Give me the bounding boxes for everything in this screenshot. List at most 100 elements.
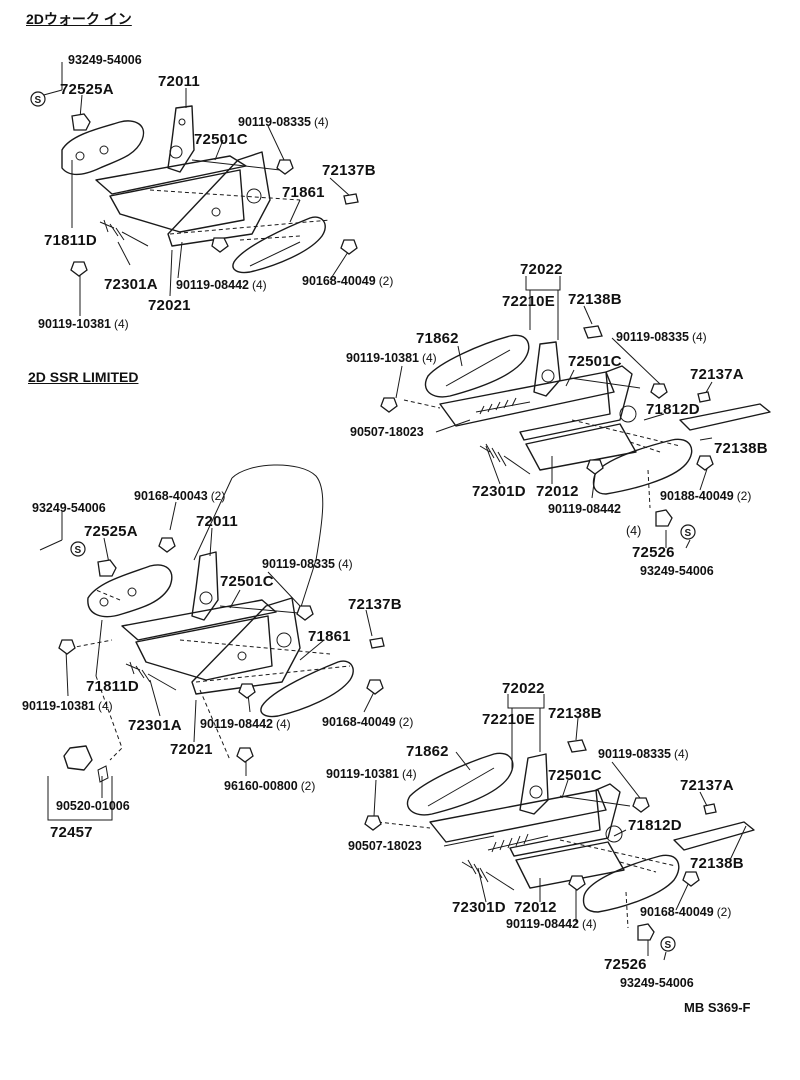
outer-cover-right-d <box>582 854 680 913</box>
part-label: 90119-10381(4) <box>326 767 417 781</box>
part-label: 72022 <box>520 261 563 278</box>
part-label: 72210E <box>502 293 555 310</box>
seat-track-cover-left-b <box>424 334 530 398</box>
knob-part <box>343 193 359 205</box>
part-label: 72137B <box>322 162 376 179</box>
part-label: 90119-08335(4) <box>616 330 707 344</box>
part-label: 90119-10381(4) <box>22 699 113 713</box>
section-title-ssr-limited: 2D SSR LIMITED <box>28 369 139 385</box>
recliner-arm <box>167 105 195 173</box>
outer-cover-right <box>232 216 326 274</box>
svg-text:S: S <box>665 940 672 951</box>
trim-strip <box>679 403 771 431</box>
part-label: 93249-54006 <box>68 53 142 67</box>
seat-track-cover-left-c <box>87 564 173 618</box>
part-label: 90119-08335(4) <box>238 115 329 129</box>
part-label: 90119-10381(4) <box>38 317 129 331</box>
part-label: 72138B <box>568 291 622 308</box>
trim-strip-d <box>673 821 755 851</box>
seal-symbol-icon-d <box>660 936 676 952</box>
part-label: 72011 <box>196 513 238 530</box>
part-label: 72138B <box>714 440 768 457</box>
part-label: 72137A <box>690 366 744 383</box>
part-label: 72022 <box>502 680 545 697</box>
part-label: 72526 <box>604 956 647 973</box>
part-label: 72301D <box>472 483 526 500</box>
part-label: 90168-40049(2) <box>640 905 732 919</box>
seal-symbol-icon-c <box>70 541 86 557</box>
part-label: 93249-54006 <box>32 501 106 515</box>
part-label: 72525A <box>84 523 138 540</box>
part-label: 90168-40049(2) <box>302 274 394 288</box>
part-label: 90119-08335(4) <box>262 557 353 571</box>
part-label: 93249-54006 <box>620 976 694 990</box>
seat-frame-rail-d <box>429 789 607 843</box>
part-label: 71861 <box>282 184 325 201</box>
part-label: 72501C <box>548 767 602 784</box>
part-label: 72301D <box>452 899 506 916</box>
part-label: 90119-10381(4) <box>346 351 437 365</box>
part-label: 72301A <box>128 717 182 734</box>
knob-72457 <box>63 745 93 771</box>
part-label: 71811D <box>86 678 139 695</box>
part-label: 72011 <box>158 73 200 90</box>
part-label: 71812D <box>628 817 682 834</box>
svg-text:S: S <box>35 95 42 106</box>
part-label: 72012 <box>536 483 579 500</box>
group-walk-in-right-drawing: S <box>380 276 771 549</box>
group-walk-in-left-drawing: S <box>30 62 359 316</box>
part-label: 72501C <box>194 131 248 148</box>
part-label: 72138B <box>548 705 602 722</box>
svg-text:S: S <box>75 545 82 556</box>
svg-text:S: S <box>685 528 692 539</box>
seat-frame-rail-c <box>121 599 277 641</box>
seal-symbol-icon <box>30 91 46 107</box>
part-label: 90168-40043(2) <box>134 489 226 503</box>
section-title-walk-in: 2Dウォーク イン <box>26 11 132 27</box>
seat-track-cover-left-d <box>406 752 514 816</box>
part-label: 72021 <box>148 297 191 314</box>
diagram-reference-code: MB S369-F <box>684 1000 751 1015</box>
part-label: 90119-08335(4) <box>598 747 689 761</box>
part-label: 71862 <box>416 330 459 347</box>
part-label: 96160-00800(2) <box>224 779 316 793</box>
part-label: 72137A <box>680 777 734 794</box>
group-ssr-right-drawing: S <box>364 694 755 961</box>
part-label: 90119-08442 <box>548 502 621 516</box>
part-label: 72526 <box>632 544 675 561</box>
seal-symbol-icon-b <box>680 524 696 540</box>
part-label: 90119-08442(4) <box>506 917 597 931</box>
part-label: 71812D <box>646 401 700 418</box>
part-label: 71862 <box>406 743 449 760</box>
group-ssr-left-drawing: S <box>39 464 385 821</box>
part-label: 72501C <box>568 353 622 370</box>
part-label: 72021 <box>170 741 213 758</box>
clip-part <box>71 113 91 131</box>
part-label: 90119-08442(4) <box>176 278 267 292</box>
part-label: 90119-08442(4) <box>200 717 291 731</box>
part-label: 72137B <box>348 596 402 613</box>
seat-frame-rail-b <box>439 371 615 427</box>
part-label: 72501C <box>220 573 274 590</box>
outer-cover-right-b <box>592 438 693 495</box>
part-label-qty: (4) <box>626 524 642 538</box>
part-label: 72210E <box>482 711 535 728</box>
part-label: 90520-01006 <box>56 799 130 813</box>
part-label: 72012 <box>514 899 557 916</box>
part-label: 90507-18023 <box>348 839 422 853</box>
part-label: 90188-40049(2) <box>660 489 752 503</box>
part-label: 72525A <box>60 81 114 98</box>
outer-cover-right-c <box>260 660 354 718</box>
part-label: 72457 <box>50 824 93 841</box>
part-label: 93249-54006 <box>640 564 714 578</box>
part-label: 72138B <box>690 855 744 872</box>
part-label: 71811D <box>44 232 97 249</box>
bolt-part <box>276 159 294 175</box>
part-label: 90507-18023 <box>350 425 424 439</box>
part-label: 90168-40049(2) <box>322 715 414 729</box>
part-label: 72301A <box>104 276 158 293</box>
part-label: 71861 <box>308 628 351 645</box>
seat-track-cover-left <box>61 120 145 176</box>
